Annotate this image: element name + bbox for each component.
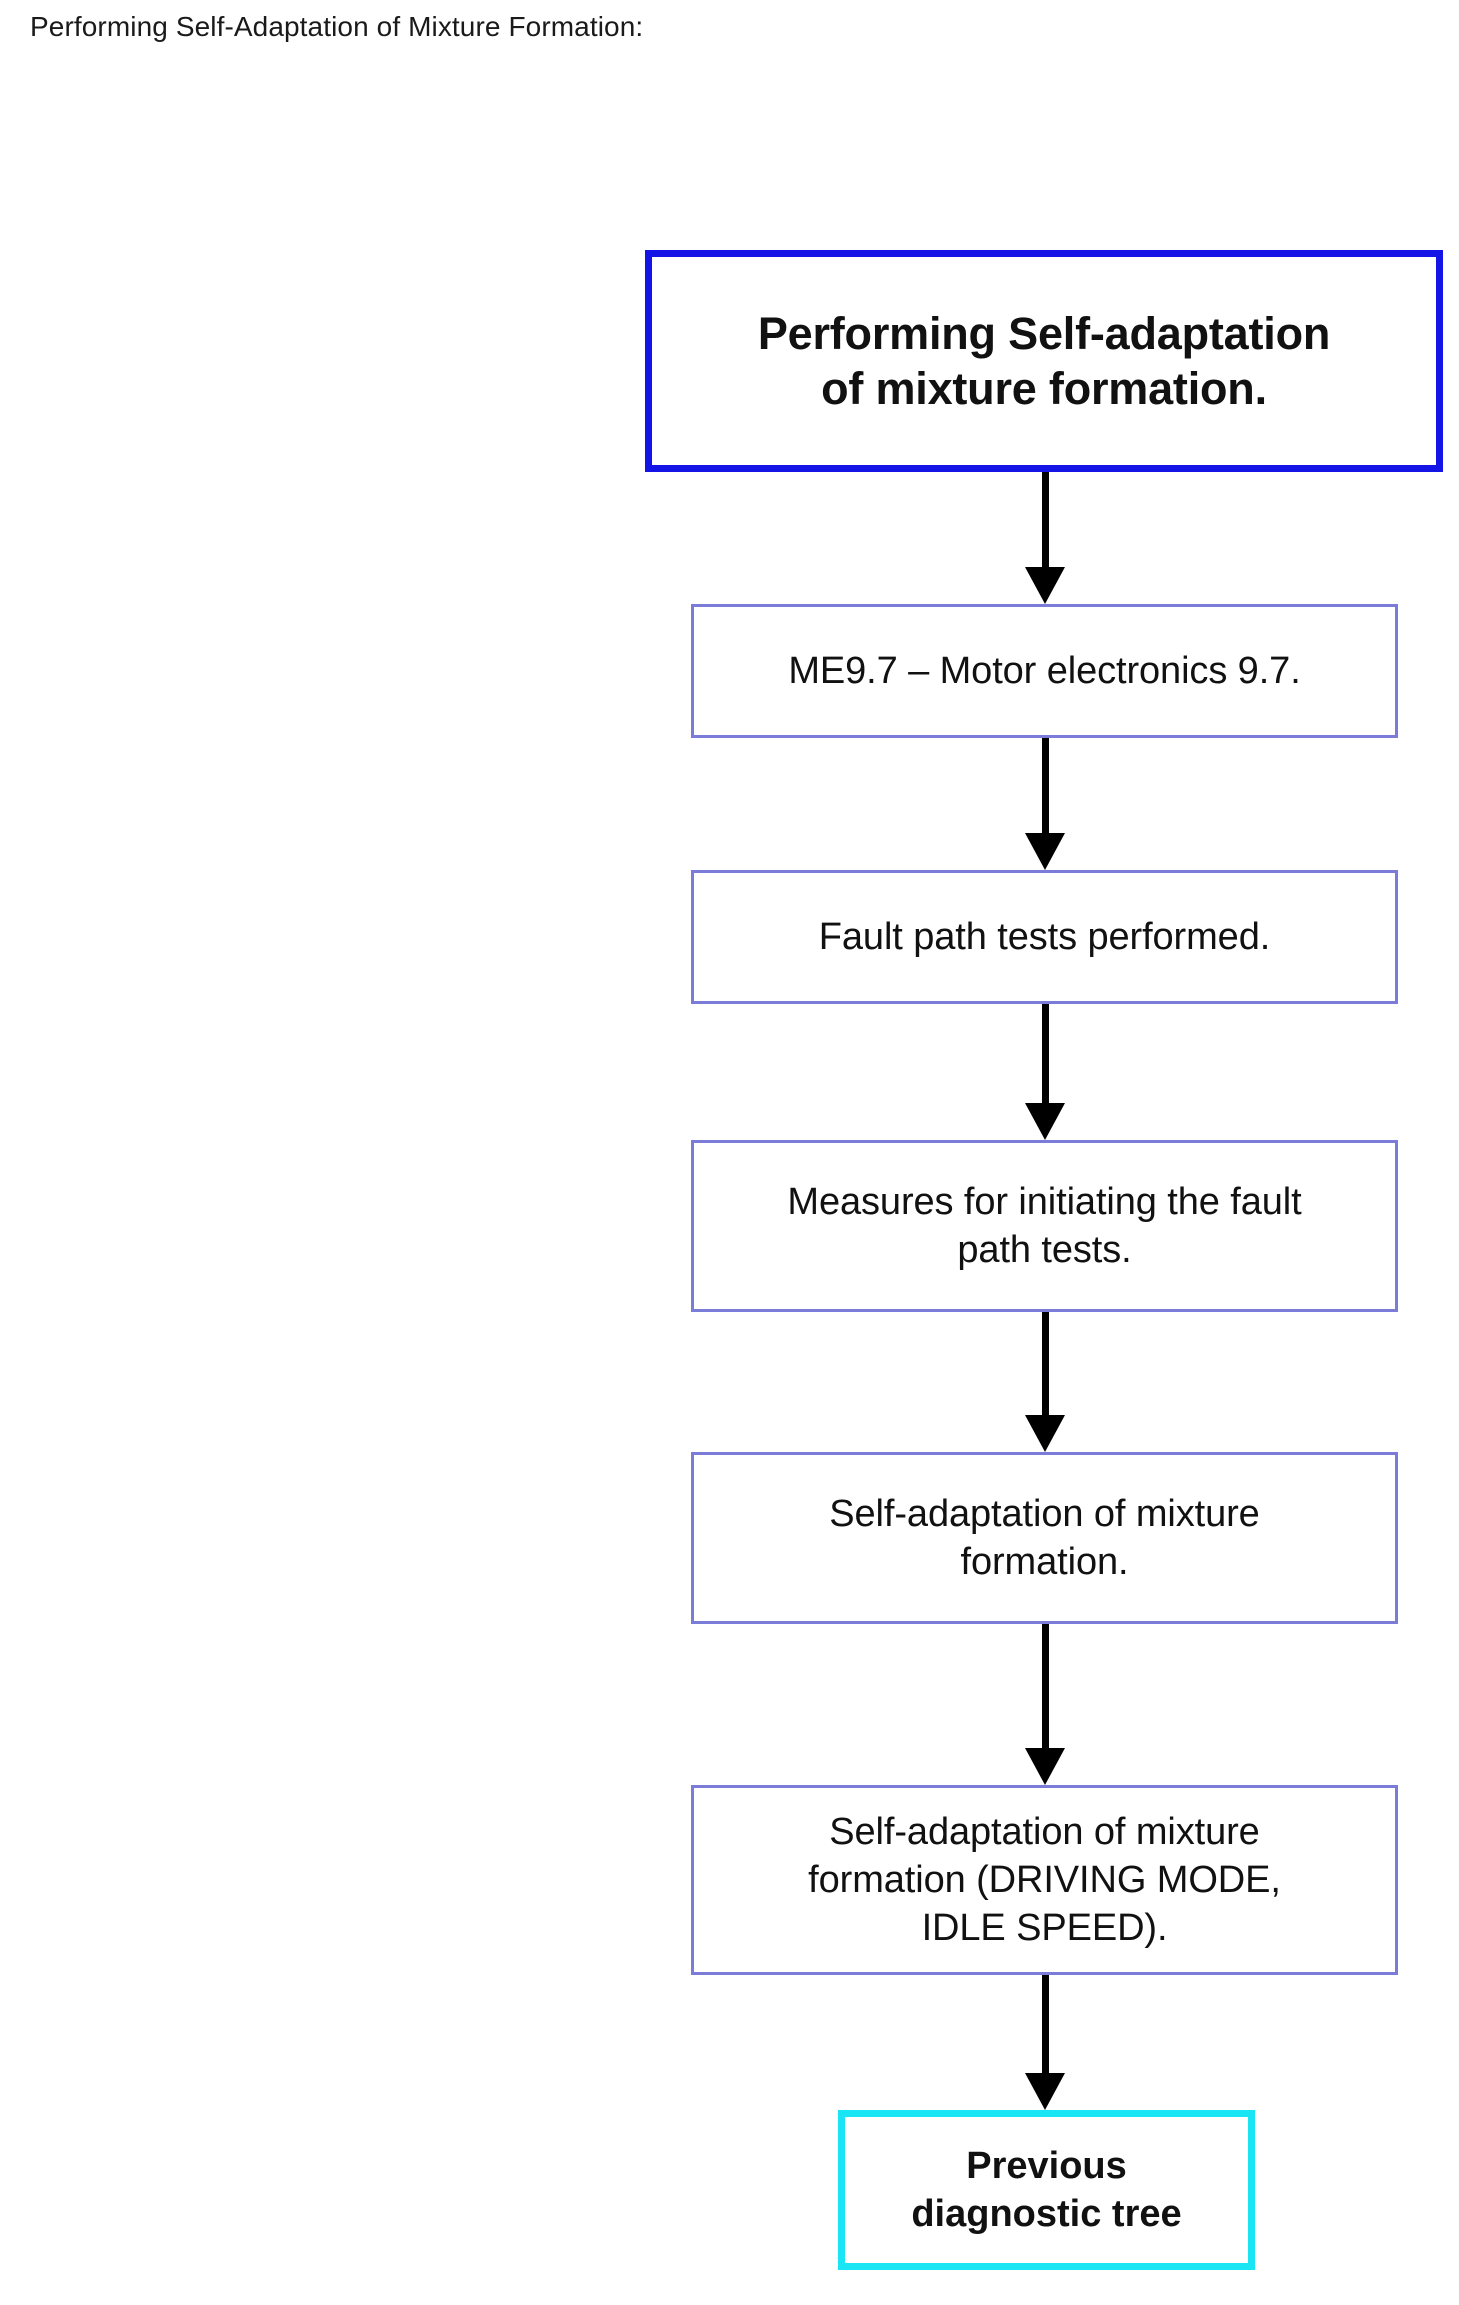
flow-node-title[interactable]: Performing Self-adaptation of mixture fo… — [645, 250, 1443, 472]
arrow-shaft — [1042, 1624, 1049, 1748]
down-arrow-icon — [1025, 1103, 1065, 1140]
arrow-shaft — [1042, 472, 1049, 567]
connector-step-2-to-step-3 — [1025, 1004, 1065, 1140]
down-arrow-icon — [1025, 1748, 1065, 1785]
flow-node-step-4-label: Self-adaptation of mixture formation. — [829, 1493, 1260, 1583]
connector-step-4-to-step-5 — [1025, 1624, 1065, 1785]
flow-node-step-1[interactable]: ME9.7 – Motor electronics 9.7. — [691, 604, 1398, 738]
flow-node-step-2-label: Fault path tests performed. — [818, 916, 1271, 958]
flow-node-step-4[interactable]: Self-adaptation of mixture formation. — [691, 1452, 1398, 1624]
arrow-shaft — [1042, 1004, 1049, 1103]
flow-node-step-3[interactable]: Measures for initiating the fault path t… — [691, 1140, 1398, 1312]
down-arrow-icon — [1025, 833, 1065, 870]
flow-node-terminal-label: Previous diagnostic tree — [911, 2145, 1182, 2235]
flow-node-step-1-label: ME9.7 – Motor electronics 9.7. — [788, 650, 1301, 692]
arrow-shaft — [1042, 738, 1049, 833]
flow-node-step-5-label: Self-adaptation of mixture formation (DR… — [808, 1811, 1281, 1949]
connector-title-to-step-1 — [1025, 472, 1065, 604]
arrow-shaft — [1042, 1975, 1049, 2073]
down-arrow-icon — [1025, 567, 1065, 604]
connector-step-5-to-terminal — [1025, 1975, 1065, 2110]
down-arrow-icon — [1025, 2073, 1065, 2110]
flow-node-terminal[interactable]: Previous diagnostic tree — [838, 2110, 1255, 2270]
flow-node-step-3-label: Measures for initiating the fault path t… — [787, 1181, 1302, 1271]
flow-node-title-label: Performing Self-adaptation of mixture fo… — [757, 308, 1331, 414]
flow-node-step-5[interactable]: Self-adaptation of mixture formation (DR… — [691, 1785, 1398, 1975]
down-arrow-icon — [1025, 1415, 1065, 1452]
connector-step-3-to-step-4 — [1025, 1312, 1065, 1452]
connector-step-1-to-step-2 — [1025, 738, 1065, 870]
page-caption: Performing Self-Adaptation of Mixture Fo… — [30, 11, 644, 42]
flow-node-step-2[interactable]: Fault path tests performed. — [691, 870, 1398, 1004]
arrow-shaft — [1042, 1312, 1049, 1415]
